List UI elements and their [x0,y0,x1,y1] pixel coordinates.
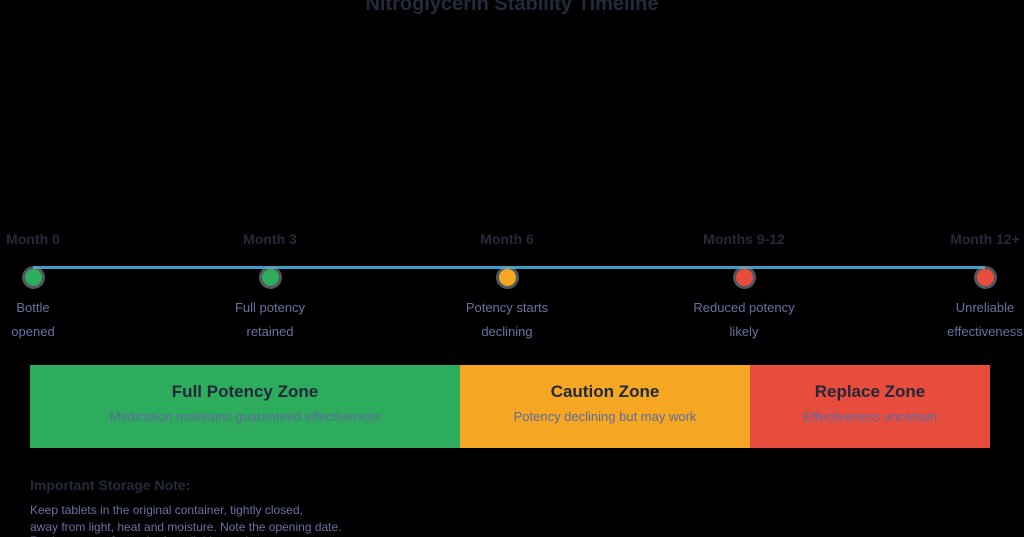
milestone-desc-line1: Full potency [234,300,306,315]
milestone-desc-line2: declining [481,324,533,339]
footer-note-line1: Keep tablets in the original container, … [30,503,303,517]
footer-note-heading: Important Storage Note: [30,477,191,493]
milestone-description: Reduced potency likely [674,296,814,344]
milestone-desc-line2: effectiveness [947,324,1023,339]
milestone-label: Month 12+ [950,231,1020,247]
zone-subtitle: Medication maintains guaranteed effectiv… [109,409,381,424]
milestone-label: Months 9-12 [703,231,785,247]
zone-replace: Replace Zone Effectiveness uncertain [750,365,990,448]
timeline-axis [33,266,985,269]
milestone-dot-icon [735,269,753,286]
zone-title: Full Potency Zone [171,382,319,401]
milestone-dot-icon [976,269,994,286]
milestone-month-6: Month 6 Potency starts declining [437,230,577,344]
zone-full-potency: Full Potency Zone Medication maintains g… [30,365,460,448]
milestone-description: Bottle opened [0,296,103,344]
zone-caution: Caution Zone Potency declining but may w… [460,365,750,448]
milestone-month-3: Month 3 Full potency retained [200,230,340,344]
milestone-month-0: Month 0 Bottle opened [0,230,103,344]
milestone-desc-line2: likely [729,324,759,339]
zone-subtitle: Effectiveness uncertain [802,409,938,424]
milestone-description: Unreliable effectiveness [915,296,1024,344]
milestone-month-12-plus: Month 12+ Unreliable effectiveness [915,230,1024,344]
milestone-dot-icon [261,269,279,286]
zone-title: Caution Zone [550,382,660,401]
milestone-desc-line2: opened [11,324,55,339]
page-title: Nitroglycerin Stability Timeline [365,0,659,15]
milestone-desc-line2: retained [246,324,294,339]
footer-note-line3: Replace every 6 months for reliable resu… [30,534,261,537]
zone-title: Replace Zone [814,382,926,401]
milestone-desc-line1: Bottle [16,300,50,315]
milestone-label: Month 6 [480,231,534,247]
milestone-label: Month 3 [243,231,297,247]
milestone-dot-icon [24,269,42,286]
milestone-label: Month 0 [6,231,60,247]
milestone-description: Potency starts declining [437,296,577,344]
milestone-description: Full potency retained [200,296,340,344]
milestone-desc-line1: Unreliable [955,300,1015,315]
milestone-months-9-12: Months 9-12 Reduced potency likely [674,230,814,344]
zone-subtitle: Potency declining but may work [513,409,697,424]
milestone-dot-icon [498,269,516,286]
footer-note-line2: away from light, heat and moisture. Note… [30,520,342,534]
milestone-desc-line1: Potency starts [465,300,549,315]
milestone-desc-line1: Reduced potency [693,300,795,315]
